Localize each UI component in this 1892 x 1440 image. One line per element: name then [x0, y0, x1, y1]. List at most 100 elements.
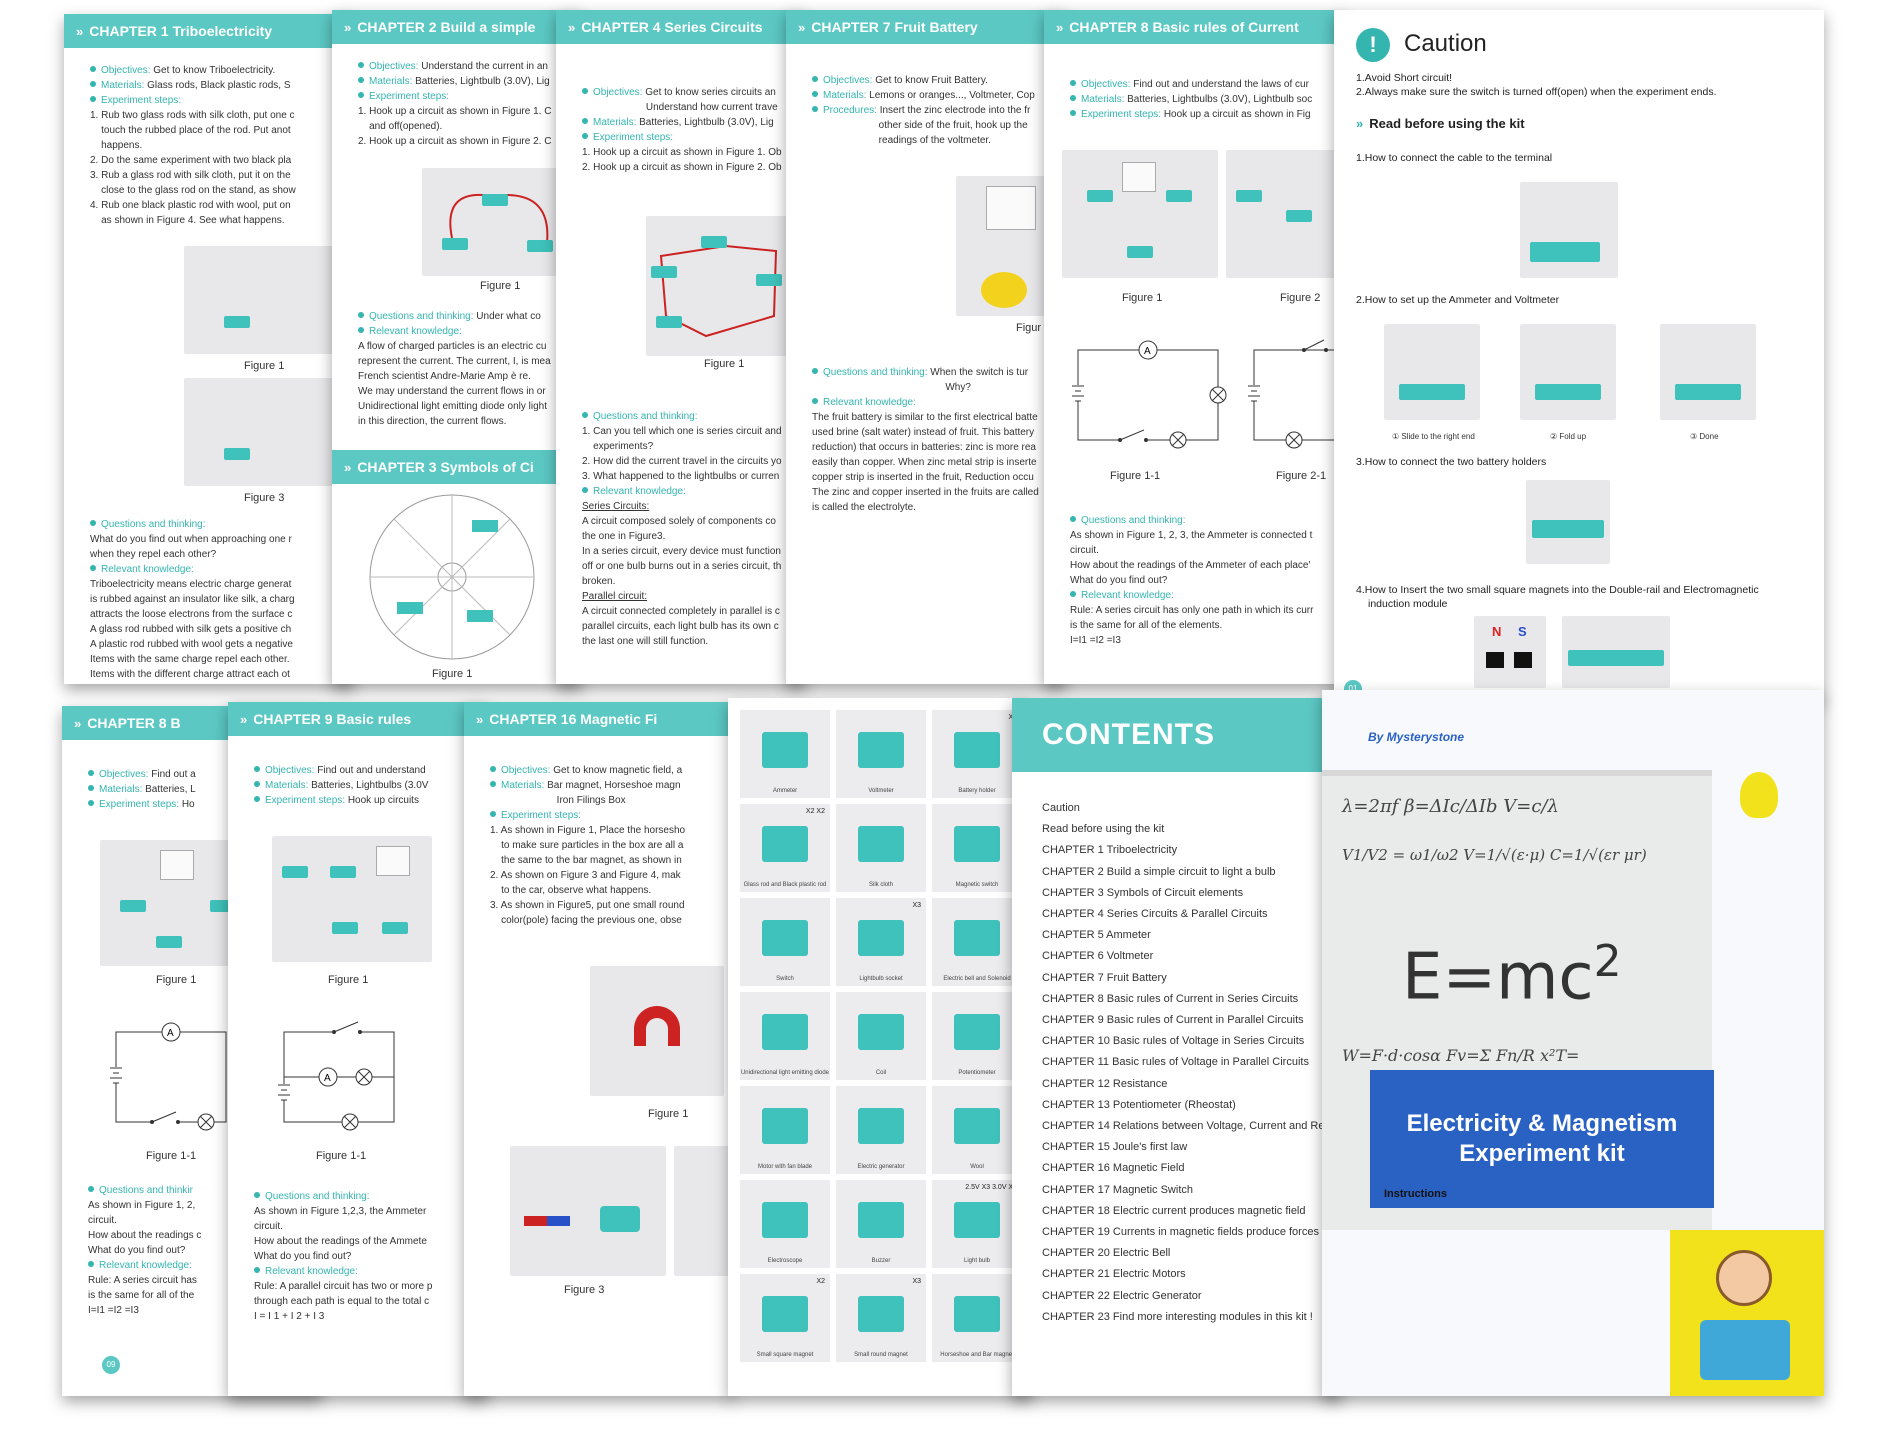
bullet-dot-icon: [88, 1186, 94, 1192]
bullet-dot-icon: [90, 520, 96, 526]
field-text: Batteries, Lightbulb (3.0V), Lig: [636, 117, 774, 128]
text-line: As shown in Figure 1,2,3, the Ammeter: [254, 1205, 482, 1219]
text-line: The fruit battery is similar to the firs…: [812, 411, 1060, 425]
contents-item: CHAPTER 21 Electric Motors: [1042, 1268, 1186, 1281]
text-line: A plastic rod rubbed with wool gets a ne…: [90, 638, 348, 652]
text-line: represent the current. The current, I, i…: [358, 355, 576, 369]
part-image: [762, 1108, 808, 1144]
bullet-dot-icon: [358, 327, 364, 333]
field-text: Items with the different charge attract …: [90, 669, 290, 680]
text-line: Materials: Batteries, Lightbulbs (3.0V),…: [1070, 93, 1338, 107]
bullet-dot-icon: [88, 1261, 94, 1267]
field-text: Find out and understand the laws of cur: [1130, 79, 1309, 90]
text-line: In a series circuit, every device must f…: [582, 545, 800, 559]
contents-title: CONTENTS: [1012, 698, 1342, 772]
text-line: 3. Rub a glass rod with silk cloth, put …: [90, 169, 348, 183]
part-cell: Magnetic switch: [932, 804, 1022, 892]
lightbulb-icon: [1740, 772, 1778, 818]
chapter-3-title-bar: »CHAPTER 3 Symbols of Ci: [332, 450, 582, 484]
field-label: Materials:: [501, 780, 545, 791]
figure-caption: Figure 2: [1280, 292, 1321, 304]
field-text: is rubbed against an insulator like silk…: [90, 594, 295, 605]
voltmeter-dial: [986, 186, 1036, 230]
text-line: Questions and thinkir: [88, 1184, 316, 1198]
field-text: the last one will still function.: [582, 636, 709, 647]
page-chapter-7: »CHAPTER 7 Fruit Battery Objectives: Get…: [786, 10, 1066, 684]
field-text: As shown in Figure 1, 2,: [88, 1200, 196, 1211]
figure-photo: [184, 246, 354, 354]
field-text: Bar magnet, Horseshoe magn: [544, 780, 681, 791]
figure-caption: Figure 2-1: [1276, 470, 1327, 482]
contents-item: CHAPTER 15 Joule's first law: [1042, 1141, 1188, 1154]
contents-item: Caution: [1042, 802, 1080, 814]
text-line: Objectives: Find out and understand the …: [1070, 78, 1338, 92]
text-line: Questions and thinking:: [254, 1190, 482, 1204]
field-text: through each path is equal to the total …: [254, 1296, 430, 1307]
figure-photo: [272, 836, 432, 962]
text-line: As shown in Figure 1, 2, 3, the Ammeter …: [1070, 529, 1338, 543]
bullet-dot-icon: [582, 412, 588, 418]
field-label: Questions and thinking:: [823, 367, 928, 378]
text-line: Relevant knowledge:: [582, 485, 800, 499]
bullet-dot-icon: [254, 1267, 260, 1273]
field-text: A flow of charged particles is an electr…: [358, 341, 547, 352]
field-text: Understand the current in an: [418, 61, 548, 72]
part-image: [954, 1108, 1000, 1144]
text-line: Experiment steps: Hook up a circuit as s…: [1070, 108, 1338, 122]
field-text: Why?: [812, 382, 971, 393]
field-label: Experiment steps:: [501, 810, 582, 821]
field-text: attracts the loose electrons from the su…: [90, 609, 293, 620]
field-label: Materials:: [593, 117, 637, 128]
chapter-1-title-bar: »CHAPTER 1 Triboelectricity: [64, 14, 354, 48]
text-line: Items with the different charge attract …: [90, 668, 348, 682]
field-label: Objectives:: [101, 65, 151, 76]
field-text: Glass rods, Black plastic rods, S: [144, 80, 291, 91]
step-4-text-2: induction module: [1368, 598, 1448, 610]
figure-photo: [646, 216, 792, 356]
contents-item: CHAPTER 17 Magnetic Switch: [1042, 1183, 1193, 1196]
svg-text:A: A: [1144, 346, 1151, 357]
field-text: A plastic rod rubbed with wool gets a ne…: [90, 639, 293, 650]
chapter-7-body: Objectives: Get to know Fruit Battery.Ma…: [812, 74, 1060, 149]
step-2-text: 2.How to set up the Ammeter and Voltmete…: [1356, 294, 1560, 306]
series-circuit-diagram: A: [110, 1022, 227, 1131]
bullet-dot-icon: [1070, 95, 1076, 101]
chapter-8-title-bar: »CHAPTER 8 Basic rules of Current: [1044, 10, 1344, 44]
field-text: In a series circuit, every device must f…: [582, 546, 781, 557]
field-text: Get to know Triboelectricity.: [150, 65, 276, 76]
field-text: off or one bulb burns out in a series ci…: [582, 561, 782, 572]
part-image: [954, 1296, 1000, 1332]
text-line: What do you find out?: [254, 1250, 482, 1264]
field-text: and off(opened).: [358, 121, 443, 132]
bullet-dot-icon: [490, 766, 496, 772]
field-text: Lemons or oranges..., Voltmeter, Cop: [866, 90, 1035, 101]
text-line: Questions and thinking: When the switch …: [812, 366, 1060, 380]
bullet-dot-icon: [812, 368, 818, 374]
field-text: Iron Filings Box: [490, 795, 626, 806]
field-label: Objectives:: [369, 61, 419, 72]
field-label: Relevant knowledge:: [265, 1266, 358, 1277]
figure-photo: [590, 966, 724, 1096]
text-line: French scientist Andre-Marie Amp è re.: [358, 370, 576, 384]
contents-item: CHAPTER 10 Basic rules of Voltage in Ser…: [1042, 1035, 1305, 1048]
bullet-dot-icon: [358, 77, 364, 83]
contents-item: Read before using the kit: [1042, 823, 1165, 836]
part-cell: Coil: [836, 992, 926, 1080]
field-label: Experiment steps:: [1081, 109, 1162, 120]
step-4-text: 4.How to Insert the two small square mag…: [1356, 584, 1759, 596]
field-text: 2. As shown on Figure 3 and Figure 4, ma…: [490, 870, 681, 881]
text-line: A circuit composed solely of components …: [582, 515, 800, 529]
field-text: happens.: [90, 140, 143, 151]
field-text: color(pole) facing the previous one, obs…: [490, 915, 682, 926]
chapter-9-title-bar: »CHAPTER 9 Basic rules: [228, 702, 488, 736]
field-label: Experiment steps:: [265, 795, 346, 806]
text-line: Relevant knowledge:: [88, 1259, 316, 1273]
chapter-1-body: Objectives: Get to know Triboelectricity…: [90, 64, 348, 229]
text-line: off or one bulb burns out in a series ci…: [582, 560, 800, 574]
cover-author: By Mysterystone: [1368, 730, 1465, 744]
field-text: Understand how current trave: [582, 102, 778, 113]
chapter-7-title-bar: »CHAPTER 7 Fruit Battery: [786, 10, 1066, 44]
module-photo: [1562, 616, 1670, 688]
